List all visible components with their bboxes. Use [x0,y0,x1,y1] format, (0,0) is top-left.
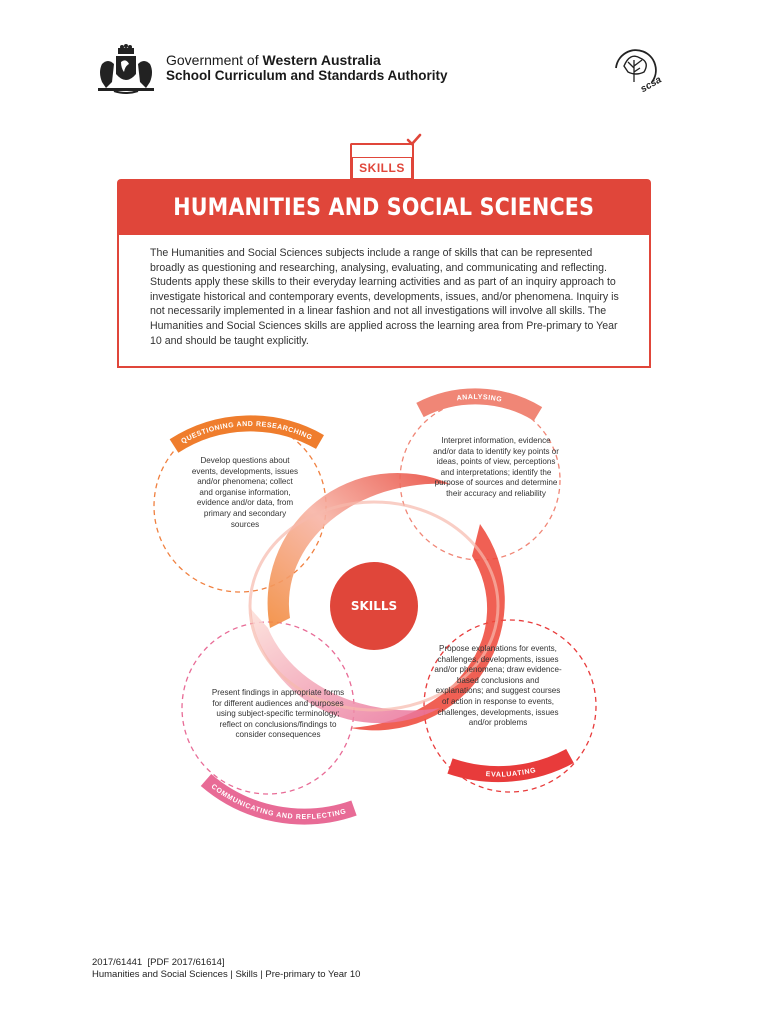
document-subtitle: Humanities and Social Sciences | Skills … [92,969,361,980]
evaluating-text: Propose explanations for events, challen… [434,644,562,728]
description-text: The Humanities and Social Sciences subje… [150,247,619,347]
skills-tab-label: SKILLS [352,156,412,179]
page-title: HUMANITIES AND SOCIAL SCIENCES [173,193,595,221]
analysing-label-band [416,388,543,421]
communicating-label-band [200,773,357,825]
evaluating-dashed-circle [423,619,597,793]
analysing-dashed-circle [399,399,561,561]
communicating-text: Present findings in appropriate forms fo… [211,688,345,740]
scsa-logo: scsa [615,49,662,94]
svg-text:EVALUATING: EVALUATING [485,767,537,779]
svg-text:ANALYSING: ANALYSING [456,394,503,404]
center-skills-label: SKILLS [351,599,397,613]
checkmark-icon [406,133,422,146]
evaluating-label-band [447,748,574,783]
swirl-ring-right [350,524,505,731]
swirl-ring-inner [248,500,500,712]
skills-cycle-diagram: SKILLS QUESTIONING AND RESEARCHING ANALY… [153,388,597,825]
skills-tab: SKILLS [350,143,414,184]
wa-coat-of-arms-logo [98,44,154,94]
swirl-ring-upper [267,472,450,628]
analysing-text: Interpret information, evidence and/or d… [433,436,559,498]
title-banner: HUMANITIES AND SOCIAL SCIENCES [117,179,651,235]
authority-name: School Curriculum and Standards Authorit… [166,68,448,83]
analysing-label: ANALYSING [456,394,502,404]
document-reference: 2017/61441 [PDF 2017/61614] [92,957,225,968]
evaluating-label: EVALUATING [485,767,536,779]
center-skills-circle [330,562,418,650]
description-box: The Humanities and Social Sciences subje… [117,235,651,368]
government-name: Government of Western Australia [166,52,381,68]
questioning-label-band [169,415,324,453]
questioning-text: Develop questions about events, developm… [191,456,299,529]
swirl-ring-lower [250,608,440,724]
scsa-logo-text: scsa [639,74,662,94]
